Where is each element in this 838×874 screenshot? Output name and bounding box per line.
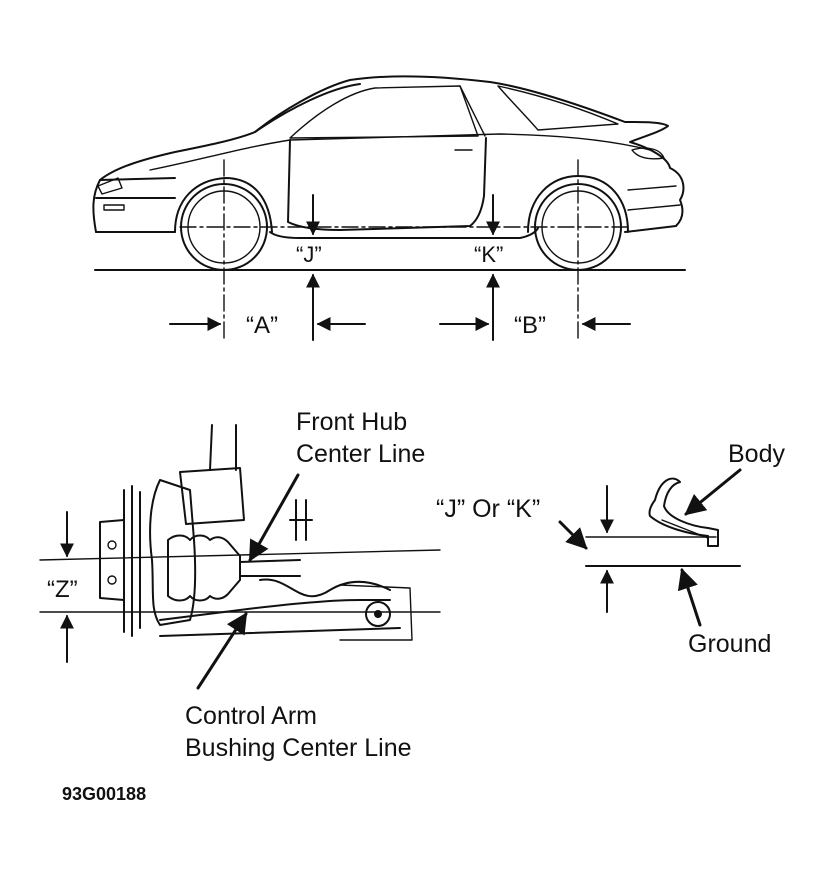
stabilizer-bar — [259, 578, 391, 598]
j-or-k-label: “J” Or “K” — [436, 495, 540, 523]
knuckle — [149, 479, 197, 626]
car-body-outline — [92, 75, 685, 233]
front-hub-label-1: Front Hub — [296, 408, 407, 436]
label-b: “B” — [514, 312, 546, 339]
label-a: “A” — [246, 312, 278, 339]
control-arm-bushing — [365, 601, 391, 627]
ground-leader — [677, 568, 702, 627]
car-sill — [269, 227, 539, 239]
front-hub-center-line — [39, 549, 441, 561]
control-arm-bushing-inner — [374, 610, 382, 618]
body-sill-flange — [648, 477, 719, 547]
body-leader — [684, 468, 742, 516]
label-z: “Z” — [47, 576, 78, 603]
suspension-detail: “Z” Front Hub Center Line Control Arm Bu… — [39, 408, 441, 804]
strut — [209, 424, 237, 471]
windshield — [254, 83, 361, 133]
control-arm-label-2: Bushing Center Line — [185, 734, 412, 762]
brake-rotor — [123, 485, 141, 637]
body-label: Body — [728, 440, 785, 468]
hub-flange — [99, 519, 125, 601]
control-arm — [159, 599, 401, 637]
label-k: “K” — [474, 242, 503, 267]
figure-id: 93G00188 — [62, 784, 146, 804]
cv-boot — [167, 534, 241, 602]
jk-leader — [558, 520, 588, 550]
car-side-view: “J” “K” “A” “B” — [92, 75, 686, 341]
hub-bolt — [107, 540, 117, 550]
label-j: “J” — [296, 242, 322, 267]
front-wheel-arch — [174, 177, 273, 233]
drive-shaft — [239, 559, 301, 577]
control-arm-label-1: Control Arm — [185, 702, 317, 730]
front-hub-leader — [248, 473, 300, 562]
ground-label: Ground — [688, 630, 771, 658]
strut-base — [179, 467, 245, 525]
headlight — [97, 177, 123, 195]
body-sill-detail — [661, 519, 709, 539]
rear-quarter-window — [497, 85, 619, 131]
control-arm-leader — [196, 612, 248, 690]
hub-bolt-2 — [107, 575, 117, 585]
front-marker — [103, 204, 125, 211]
jk-measurement-detail: “J” Or “K” Body Ground — [436, 440, 785, 658]
beltline — [149, 133, 651, 171]
side-window — [289, 85, 479, 139]
b-pillar — [459, 85, 486, 137]
front-hub-label-2: Center Line — [296, 440, 425, 468]
crossmember — [339, 584, 413, 641]
taillight — [631, 147, 665, 160]
door — [287, 137, 487, 231]
stabilizer-link — [289, 499, 313, 541]
rear-bumper — [627, 185, 681, 211]
